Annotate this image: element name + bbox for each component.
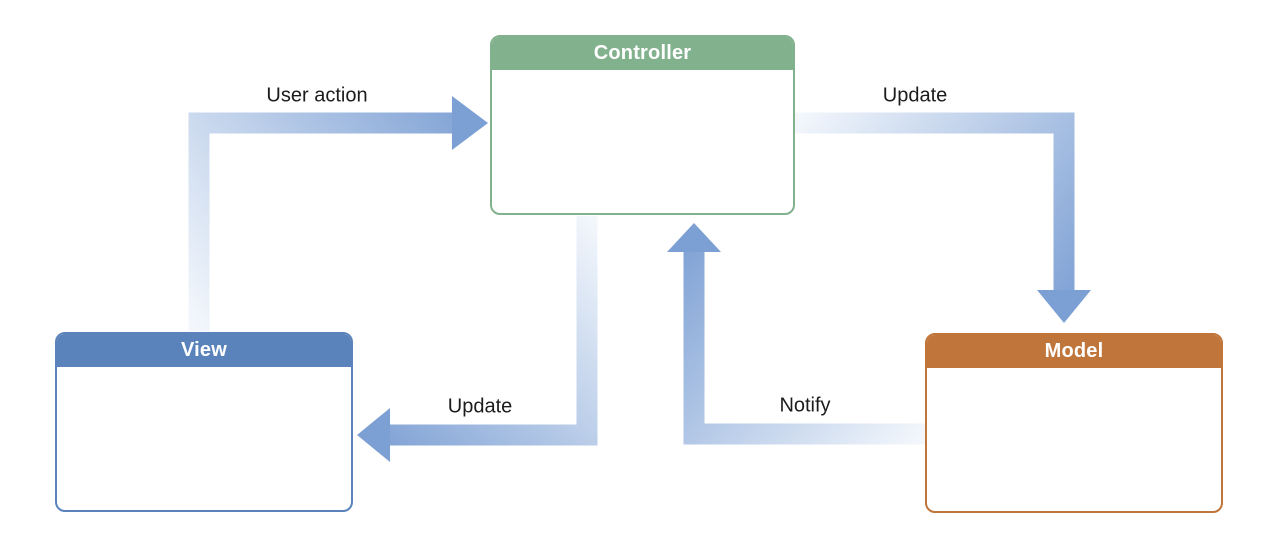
arrow-user-action-head	[452, 96, 488, 150]
edge-label-notify: Notify	[779, 394, 831, 417]
arrow-update-model-head	[1037, 290, 1091, 323]
arrow-update-view	[357, 216, 598, 462]
model-node: Model	[925, 333, 1223, 513]
arrow-notify-shaft	[683, 251, 925, 445]
model-node-title: Model	[927, 335, 1221, 368]
arrow-update-model-shaft	[795, 112, 1075, 291]
arrow-update-view-shaft	[389, 216, 598, 446]
controller-node-title: Controller	[492, 37, 793, 70]
view-node: View	[55, 332, 353, 512]
edge-label-user-action: User action	[266, 84, 368, 107]
edge-label-update-model: Update	[882, 84, 948, 107]
arrow-notify-head	[667, 223, 721, 252]
view-node-title: View	[57, 334, 351, 367]
arrow-update-model	[795, 112, 1091, 323]
arrow-notify	[667, 223, 925, 445]
arrow-user-action	[188, 96, 488, 331]
edge-label-update-view: Update	[447, 395, 513, 418]
controller-node: Controller	[490, 35, 795, 215]
arrow-user-action-shaft	[188, 112, 453, 331]
arrow-update-view-head	[357, 408, 390, 462]
